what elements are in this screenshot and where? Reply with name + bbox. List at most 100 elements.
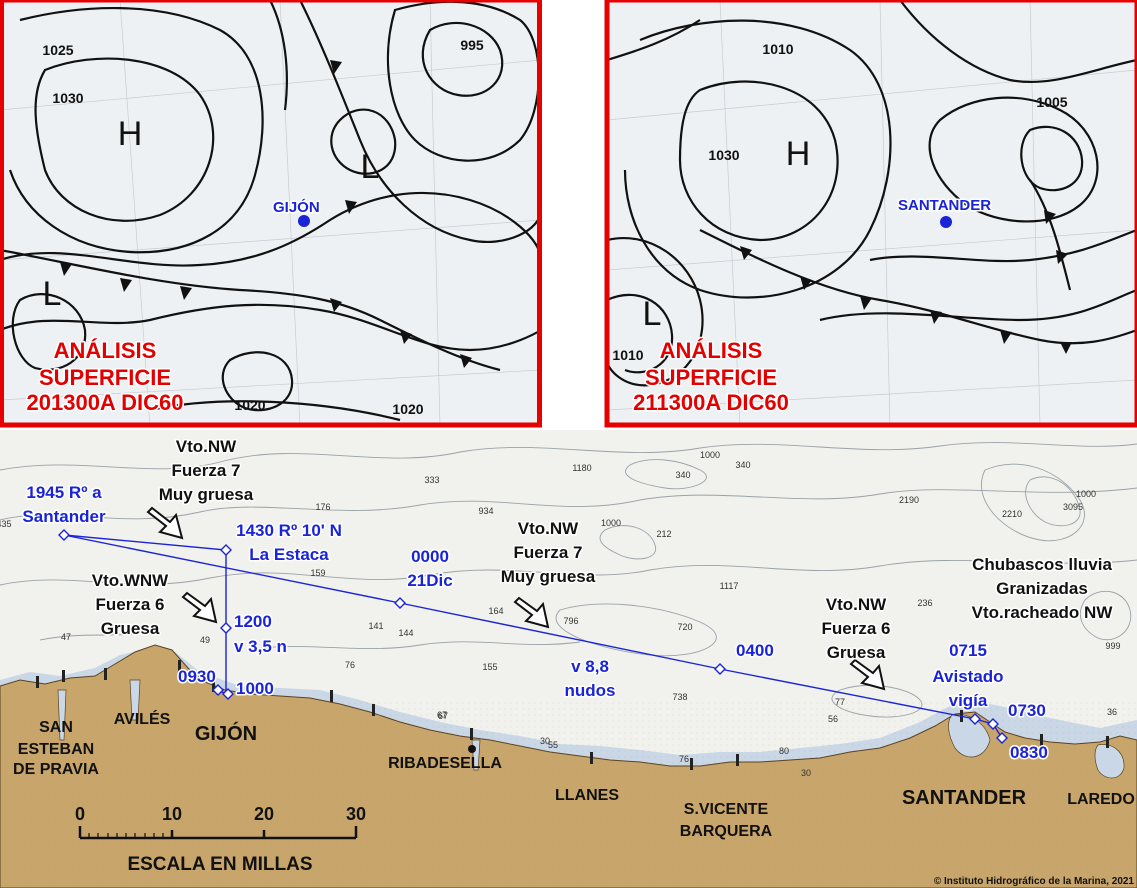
station-label: GIJÓN [273, 198, 320, 216]
route-label-1200-halo: v 3,5 n [234, 637, 287, 656]
depth-sounding: 76 [679, 754, 689, 764]
analysis-label-halo: 201300A DIC60 [27, 390, 184, 415]
route-label-0730-halo: 0730 [1008, 701, 1046, 720]
depth-sounding: 340 [675, 470, 690, 480]
waypoint-0400 [714, 663, 726, 675]
waypoint-1000 [222, 688, 234, 700]
route-label-1430: La Estaca [249, 545, 329, 564]
weather-note-w4: Fuerza 6 [822, 619, 891, 638]
analysis-label-halo: ANÁLISIS [660, 338, 763, 363]
depth-sounding: 155 [482, 662, 497, 672]
isobar-value: 995 [460, 37, 484, 53]
scale-tick-label: 0 [75, 804, 85, 824]
station-label-halo: SANTANDER [898, 197, 991, 214]
route-label-0000: 21Dic [407, 571, 452, 590]
route-label-0730: 0730 [1008, 701, 1046, 720]
place-label: RIBADESELLA [388, 755, 502, 772]
weather-note-w1-halo: Vto.NW [176, 437, 237, 456]
pressure-center: H [118, 115, 143, 153]
front-triangles-right [740, 210, 1072, 354]
depth-sounding: 340 [735, 460, 750, 470]
weather-note-w3: Vto.NW [518, 519, 579, 538]
wind-arrow-icon [849, 658, 886, 691]
weather-note-w5-halo: Granizadas [996, 579, 1088, 598]
route-label-0715: 0715 [949, 641, 987, 660]
depth-sounding: 738 [672, 692, 687, 702]
scale-bar [78, 826, 358, 840]
waypoint-0000 [394, 597, 406, 609]
weather-note-w2: Fuerza 6 [96, 595, 165, 614]
pressure-center: L [361, 148, 380, 186]
front-right [699, 179, 1137, 345]
depth-sounding: 80 [779, 746, 789, 756]
nautical-chart: 4353331761180340340100093421210002190309… [0, 430, 1137, 888]
route-label-1945-halo: 1945 Rº a [26, 483, 102, 502]
depth-sounding: 2190 [899, 495, 919, 505]
isobars-right [607, 0, 1137, 387]
weather-note-w2-halo: Gruesa [101, 619, 160, 638]
depth-sounding: 76 [345, 660, 355, 670]
route-label-1945: Santander [22, 507, 106, 526]
analysis-label: SUPERFICIE [39, 365, 171, 390]
wind-arrow-icon [513, 596, 550, 629]
route-label-0000-halo: 21Dic [407, 571, 452, 590]
analysis-label-halo: SUPERFICIE [645, 365, 777, 390]
estuaries [57, 679, 1125, 779]
depth-sounding: 796 [563, 616, 578, 626]
depth-sounding: 333 [424, 475, 439, 485]
depth-sounding: 159 [310, 568, 325, 578]
route-label-0400-halo: 0400 [736, 641, 774, 660]
panel-frame [604, 0, 1137, 428]
route-label-speed-halo: nudos [565, 681, 616, 700]
depth-soundings: 4353331761180340340100093421210002190309… [0, 450, 1121, 778]
depth-sounding: 77 [835, 697, 845, 707]
weather-note-w4-halo: Gruesa [827, 643, 886, 662]
depth-sounding: 144 [398, 628, 413, 638]
isobars-left [0, 0, 541, 422]
pressure-center: L [643, 295, 662, 333]
isobar-value: 1030 [52, 90, 83, 106]
pressure-center: H [786, 135, 811, 173]
depth-sounding: 1000 [1076, 489, 1096, 499]
analysis-label-halo: ANÁLISIS [54, 338, 157, 363]
weather-note-w3-halo: Fuerza 7 [514, 543, 583, 562]
copyright: © Instituto Hidrográfico de la Marina, 2… [934, 876, 1135, 887]
depth-sounding: 56 [828, 714, 838, 724]
weather-note-w5: Chubascos lluvia [972, 555, 1112, 574]
depth-sounding: 164 [488, 606, 503, 616]
place-label: SANTANDER [902, 787, 1027, 809]
route-label-0830: 0830 [1010, 743, 1048, 762]
route-label-1945-halo: Santander [22, 507, 106, 526]
depth-sounding: 30 [801, 768, 811, 778]
depth-sounding: 1000 [700, 450, 720, 460]
weather-note-w1: Muy gruesa [159, 485, 254, 504]
wind-arrows [146, 506, 886, 691]
place-label: DE PRAVIA [13, 761, 99, 778]
depth-sounding: 999 [1105, 641, 1120, 651]
scale-label: ESCALA EN MILLAS [127, 854, 312, 875]
depth-sounding: 55 [548, 740, 558, 750]
depth-sounding: 1180 [572, 463, 591, 473]
place-label: BARQUERA [680, 823, 773, 840]
depth-sounding: 30 [540, 736, 550, 746]
wind-arrow-icon [146, 506, 184, 540]
front-triangles-left [60, 60, 472, 368]
route-label-0715-halo: 0715 [949, 641, 987, 660]
weather-note-w3-halo: Vto.NW [518, 519, 579, 538]
waypoint-0715 [969, 713, 981, 725]
depth-sounding: 67 [437, 710, 447, 720]
place-label: LLANES [555, 787, 619, 804]
route-label-1430-halo: La Estaca [249, 545, 329, 564]
weather-note-w2: Vto.WNW [92, 571, 169, 590]
weather-note-w4-halo: Fuerza 6 [822, 619, 891, 638]
depth-sounding: 435 [0, 519, 12, 529]
place-label: S.VICENTE [684, 801, 769, 818]
waypoint-0730 [987, 718, 999, 730]
isobar-value: 1020 [392, 401, 423, 417]
weather-note-w5-halo: Chubascos lluvia [972, 555, 1112, 574]
route-label-0000: 0000 [411, 547, 449, 566]
